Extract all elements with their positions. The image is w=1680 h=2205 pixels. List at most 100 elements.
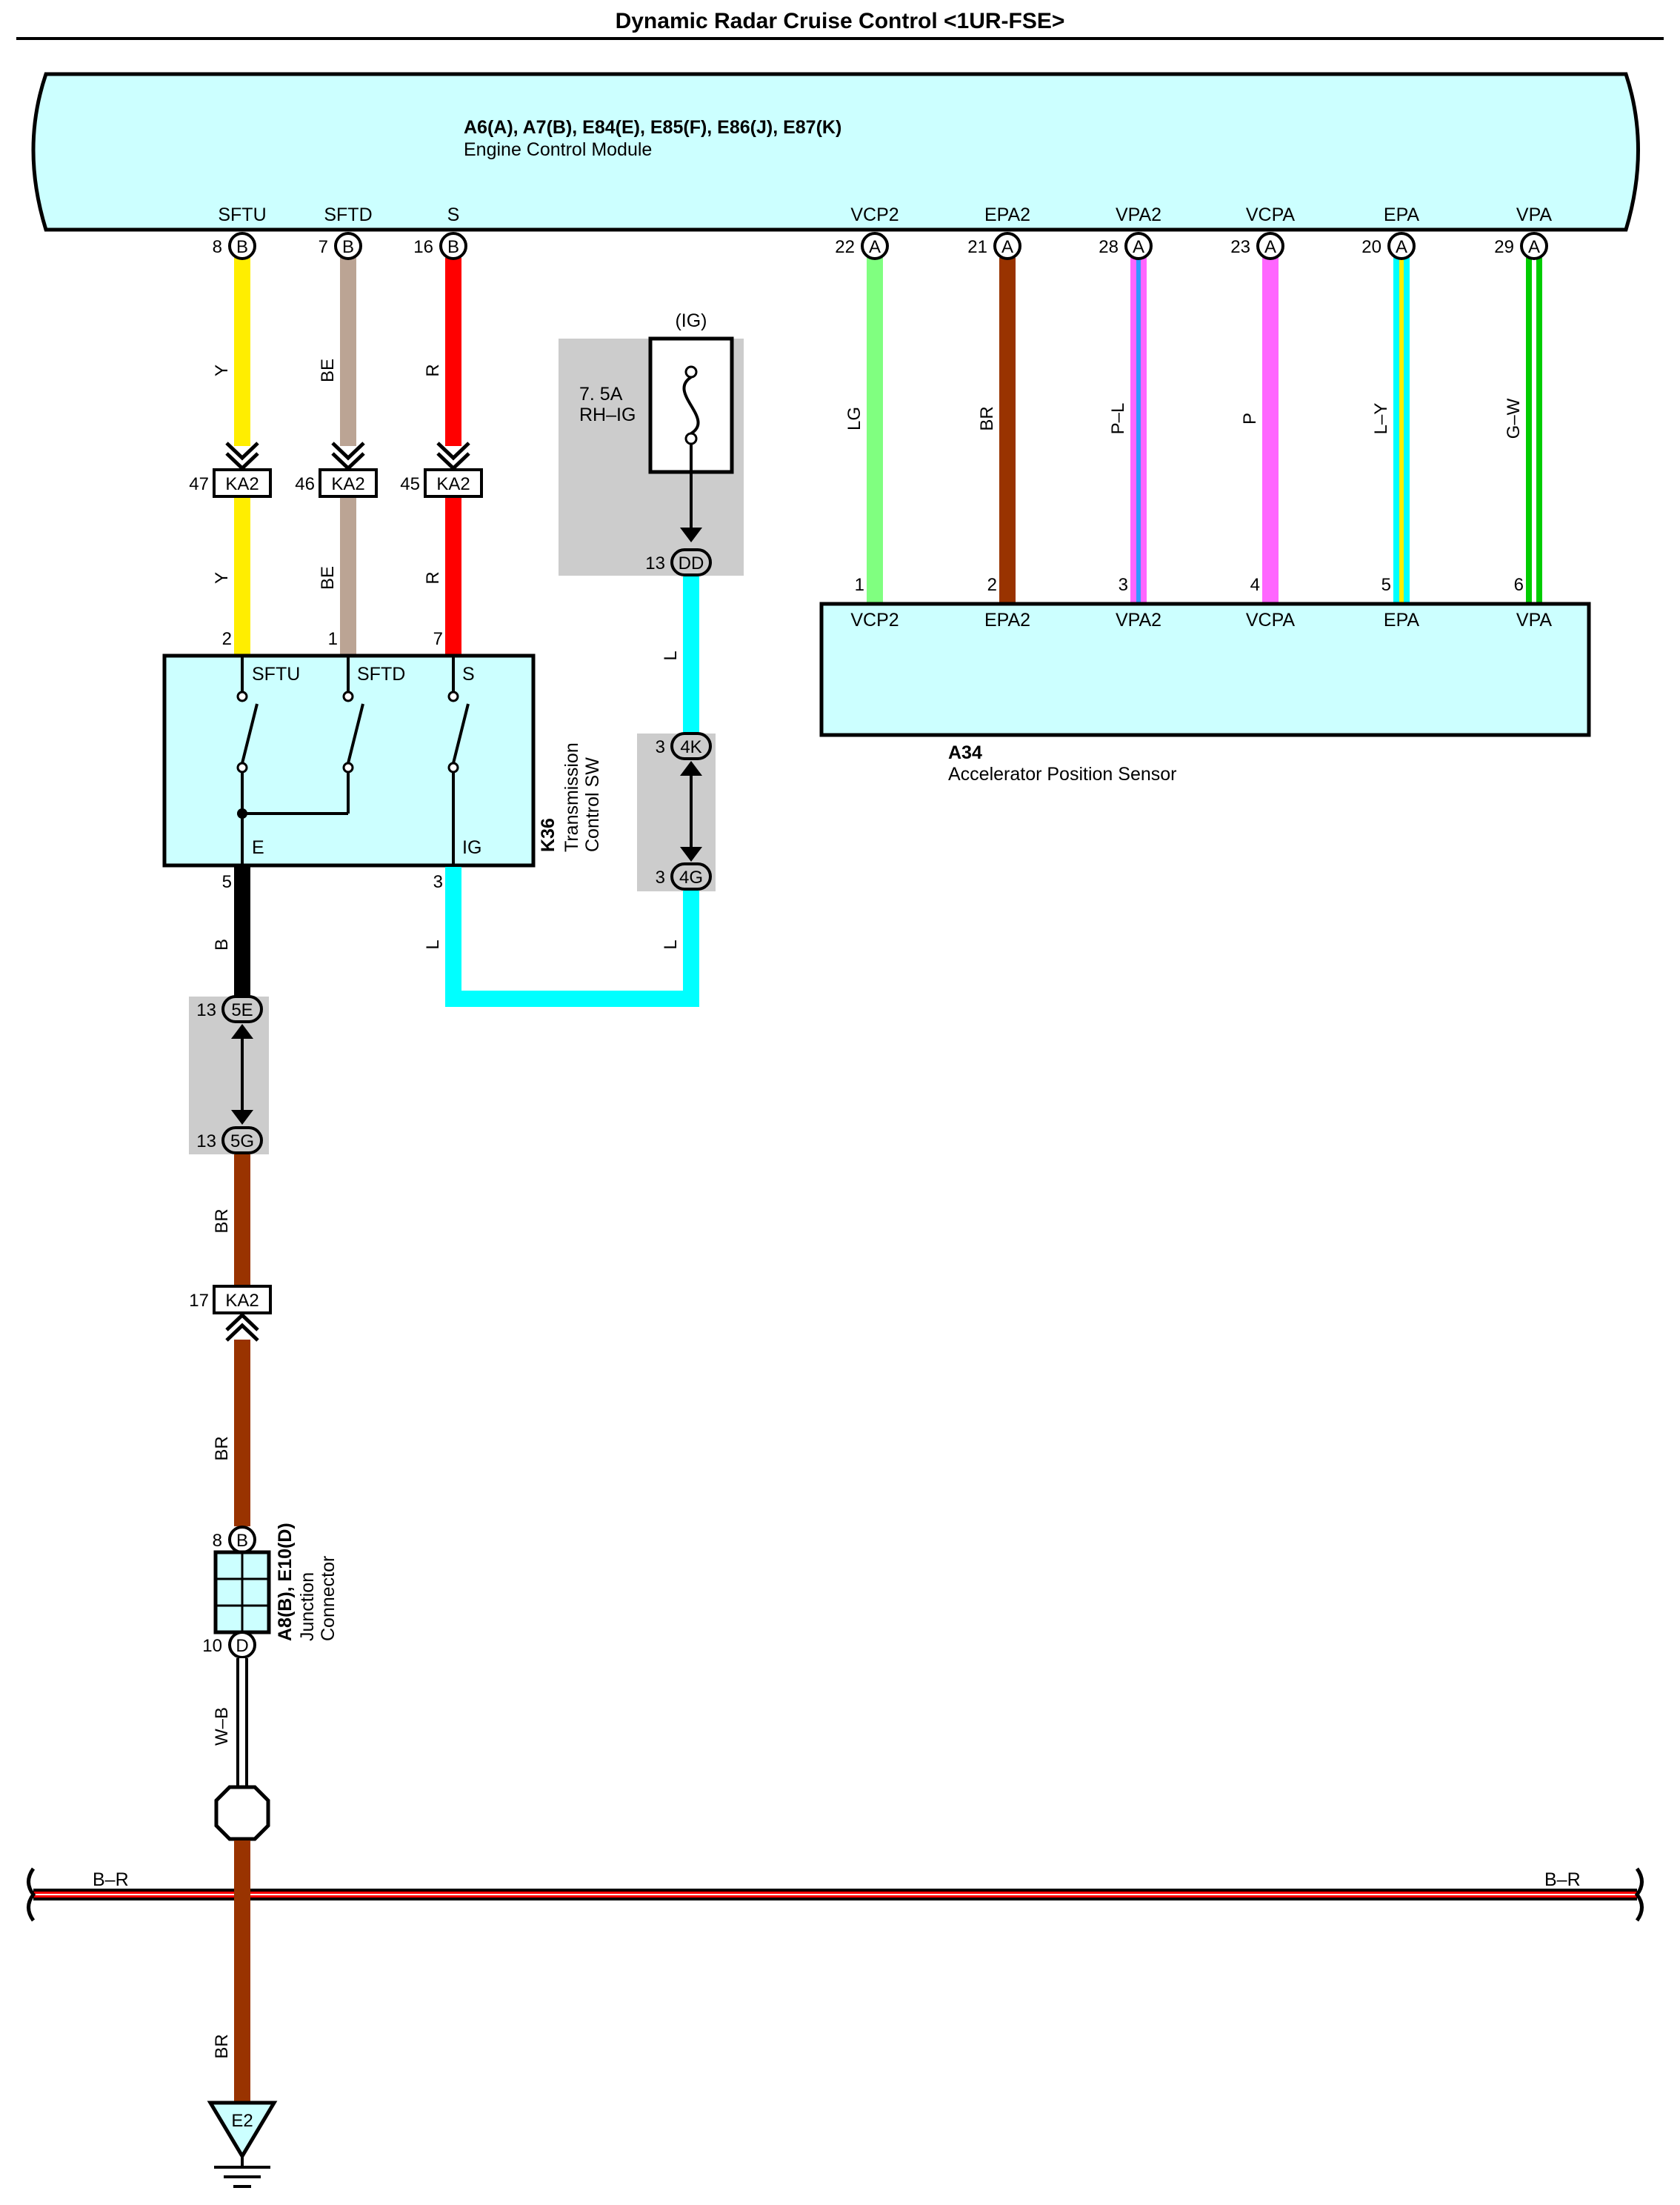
ka2-connector-label: KA2 <box>225 474 259 494</box>
sensor-pin-number: 1 <box>855 575 864 595</box>
bus-label-right: B–R <box>1544 1869 1581 1890</box>
jc-out-pin <box>228 1631 256 1659</box>
sensor-name: Accelerator Position Sensor <box>948 764 1176 785</box>
jc-name-line1: Junction <box>297 1572 318 1641</box>
sensor-pin-number: 6 <box>1514 575 1524 595</box>
ka2-connector-label: KA2 <box>331 474 364 494</box>
wire-code-br-2: BR <box>212 1436 232 1460</box>
wire-code-l-1: L <box>661 651 681 660</box>
5g-connector-label: 5G <box>230 1131 254 1151</box>
svg-text:23: 23 <box>1230 237 1250 257</box>
switch-pin-e-number: 5 <box>222 872 232 892</box>
ka2-connector <box>213 468 272 498</box>
ka2-ground-pin-number: 17 <box>189 1291 209 1311</box>
ecm-pin-name-vpa: VPA <box>1516 204 1552 225</box>
svg-text:A: A <box>1396 237 1407 257</box>
switch-terminal-sftu: SFTU <box>252 664 300 685</box>
accelerator-sensor-box <box>819 602 1591 737</box>
chevron-down-icon <box>680 847 702 862</box>
jc-in-conn-label: B <box>236 1531 248 1551</box>
svg-text:20: 20 <box>1361 237 1381 257</box>
wire-code-l-y: L–Y <box>1371 403 1391 435</box>
ground-point-e2 <box>207 2101 278 2160</box>
sensor-terminal-epa2: EPA2 <box>984 610 1030 631</box>
svg-text:16: 16 <box>413 237 433 257</box>
chevron-up-icon <box>225 1312 259 1342</box>
switch-name-line2: Control SW <box>582 757 603 852</box>
sensor-terminal-vpa2: VPA2 <box>1116 610 1161 631</box>
wire-code-y-upper: Y <box>212 365 232 376</box>
ecm-id: A6(A), A7(B), E84(E), E85(F), E86(J), E8… <box>464 117 841 138</box>
switch-terminal-ig: IG <box>462 837 481 858</box>
sensor-terminal-epa: EPA <box>1384 610 1419 631</box>
dd-connector <box>670 548 712 576</box>
jc-in-pin-number: 8 <box>213 1531 222 1551</box>
sensor-pin-number: 2 <box>987 575 997 595</box>
jc-out-conn-label: D <box>236 1636 248 1656</box>
wire-code-wb: W–B <box>212 1707 232 1746</box>
ecm-pin-name-sftd: SFTD <box>324 204 372 225</box>
switch-terminal-e: E <box>252 837 264 858</box>
fuse-name: RH–IG <box>579 405 636 425</box>
5g-connector <box>221 1126 263 1154</box>
ground-icon <box>214 2156 270 2188</box>
wire-code-p-l: P–L <box>1108 403 1128 435</box>
sensor-terminal-vcpa: VCPA <box>1246 610 1296 631</box>
switch-name-line1: Transmission <box>561 742 582 852</box>
ecm-pin-connector-vcpa: A 23 <box>1230 232 1284 260</box>
ground-label: E2 <box>231 2111 253 2131</box>
ecm-pin-connector-vpa: A 29 <box>1494 232 1548 260</box>
svg-text:29: 29 <box>1494 237 1514 257</box>
4g-pin-number: 3 <box>656 868 665 888</box>
svg-text:A: A <box>1528 237 1540 257</box>
ecm-box <box>31 72 1640 232</box>
4g-connector-label: 4G <box>679 868 703 888</box>
dd-connector-label: DD <box>679 553 704 573</box>
ecm-name: Engine Control Module <box>464 139 652 160</box>
chevron-up-icon <box>231 1024 253 1039</box>
ecm-pin-name-vcpa: VCPA <box>1246 204 1296 225</box>
wire-code-br-sensor: BR <box>977 406 997 430</box>
wire-code-be-lower: BE <box>318 566 338 590</box>
wire-code-y-lower: Y <box>212 572 232 584</box>
ka2-pin-number: 46 <box>295 474 315 494</box>
sensor-pin-number: 3 <box>1119 575 1128 595</box>
chevron-up-icon <box>680 761 702 776</box>
wire-code-lg: LG <box>844 407 864 430</box>
chevron-down-icon <box>680 528 702 542</box>
switch-pin-number: 1 <box>328 629 338 649</box>
svg-text:22: 22 <box>835 237 855 257</box>
switch-pin-number: 7 <box>433 629 443 649</box>
svg-text:A: A <box>1264 237 1276 257</box>
sensor-pin-number: 4 <box>1250 575 1260 595</box>
ka2-connector-label: KA2 <box>436 474 470 494</box>
switch-contact-points <box>236 691 459 774</box>
wire-code-p: P <box>1240 413 1260 425</box>
ecm-pin-connector-epa2: A 21 <box>967 232 1021 260</box>
5e-connector-label: 5E <box>231 1000 253 1020</box>
switch-pin-ig-number: 3 <box>433 872 443 892</box>
sensor-pin-number: 5 <box>1381 575 1391 595</box>
wire-code-l-2: L <box>661 939 681 949</box>
ecm-pin-name-s: S <box>447 204 460 225</box>
ecm-pin-name-vpa2: VPA2 <box>1116 204 1161 225</box>
ecm-pin-connector-s: B 16 <box>413 232 467 260</box>
sensor-id: A34 <box>948 742 982 763</box>
chevron-down-icon <box>231 1110 253 1125</box>
chevron-down-icon <box>436 442 470 471</box>
ecm-pin-name-epa2: EPA2 <box>984 204 1030 225</box>
ecm-pin-connector-sftd: B 7 <box>319 232 362 260</box>
ka2-pin-number: 47 <box>189 474 209 494</box>
ka2-ground-connector-label: KA2 <box>225 1291 259 1311</box>
ka2-connector <box>424 468 483 498</box>
4k-pin-number: 3 <box>656 737 665 757</box>
4k-connector-label: 4K <box>680 737 701 757</box>
wire-code-b: B <box>212 939 232 951</box>
wire-code-br-1: BR <box>212 1208 232 1233</box>
jc-out-pin-number: 10 <box>202 1636 222 1656</box>
svg-text:28: 28 <box>1099 237 1119 257</box>
page-title: Dynamic Radar Cruise Control <1UR-FSE> <box>616 9 1065 33</box>
svg-text:B: B <box>236 237 248 257</box>
junction-connector-grid <box>216 1552 269 1632</box>
